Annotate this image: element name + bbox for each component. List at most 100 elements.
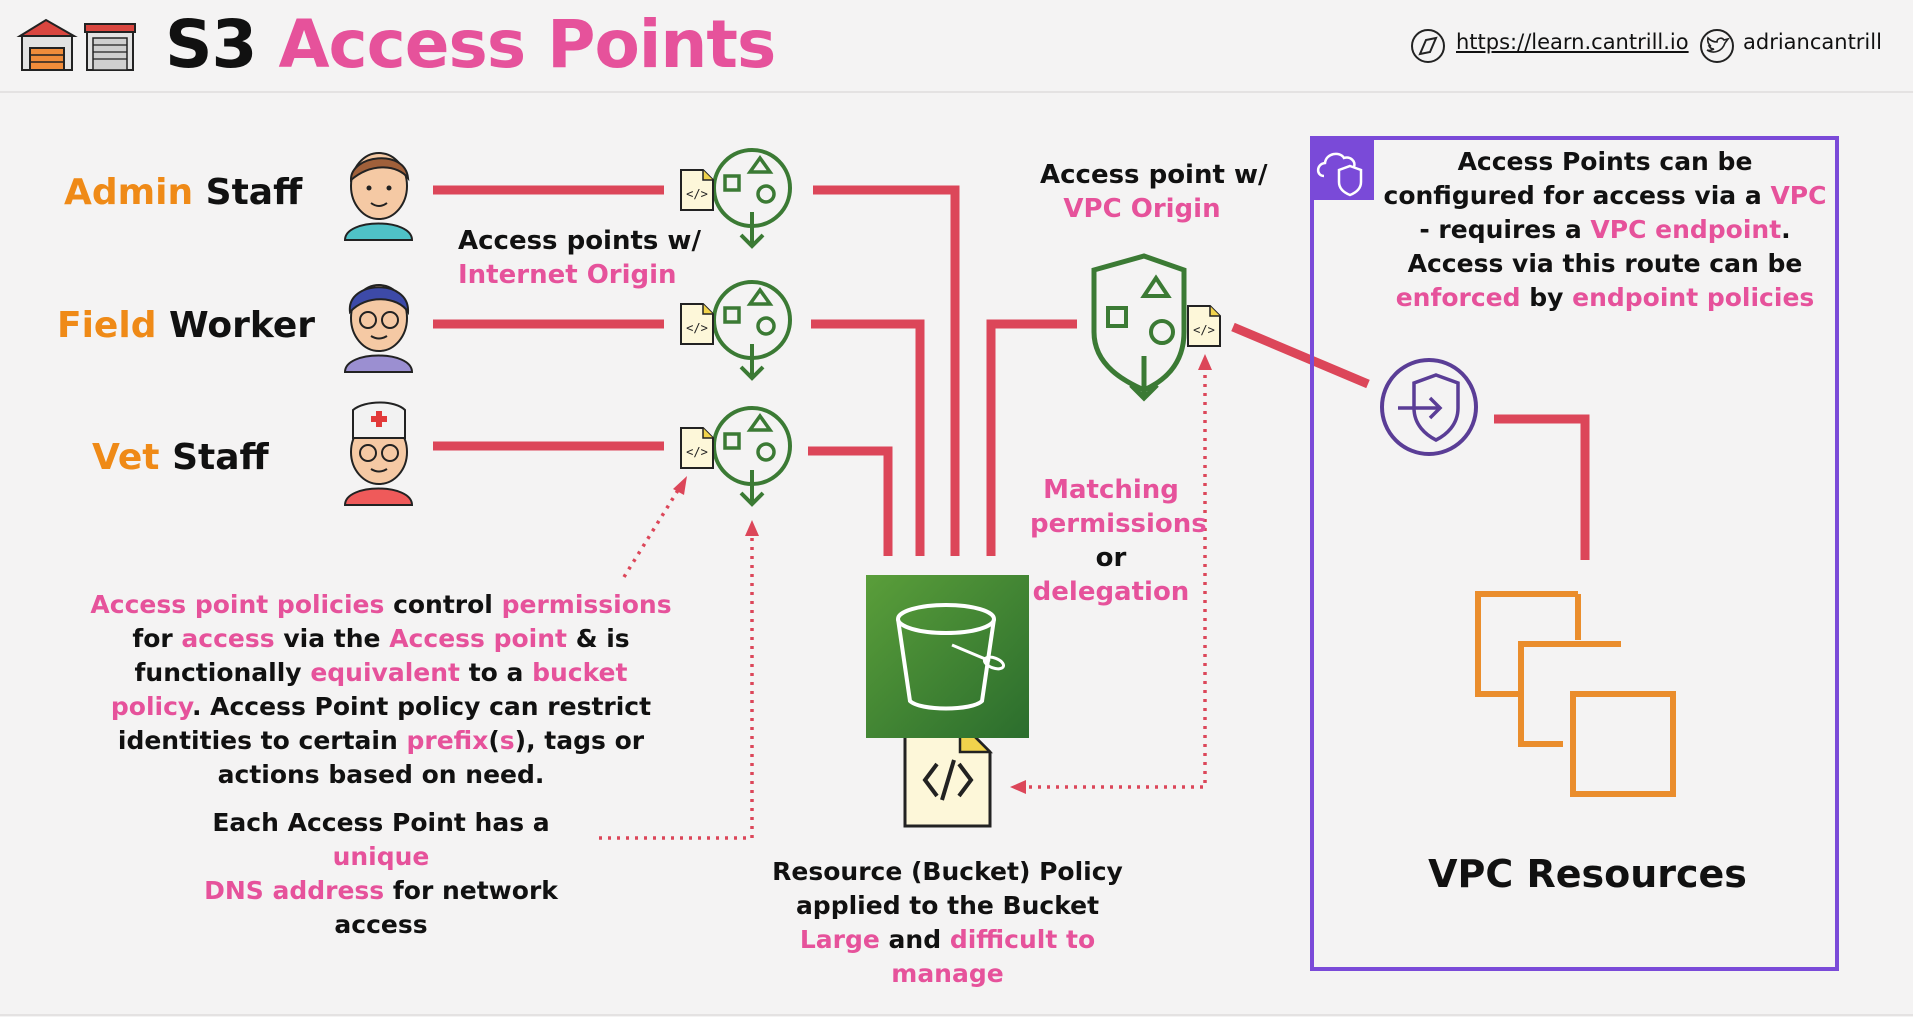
access-point-internet-2: [712, 280, 792, 381]
policy-note-arrow: [622, 486, 682, 578]
policy-doc-icon: </>: [680, 169, 714, 211]
arrowhead: [1010, 780, 1026, 794]
persona-accent: Vet: [92, 437, 160, 478]
note-text: . Access Point policy can restrict ident…: [117, 692, 652, 755]
note-text: for network access: [334, 876, 558, 939]
note-highlight: unique: [332, 842, 430, 871]
persona-label: Staff: [159, 437, 269, 478]
arrowhead: [1198, 354, 1212, 370]
vpc-resources-icon: [1475, 591, 1676, 797]
vpc-origin-label: Access point w/ VPC Origin: [1040, 158, 1268, 226]
note-highlight: enforced: [1395, 283, 1521, 312]
label-line-accent: delegation: [1032, 577, 1190, 607]
vpc-ap-to-endpoint-line: [1231, 322, 1370, 389]
label-line: Access point w/: [1040, 160, 1268, 190]
note-highlight: prefix: [406, 726, 489, 755]
note-text: . Access via this route can be: [1407, 215, 1803, 278]
persona-label: Staff: [193, 172, 303, 213]
garage-store-icon: [16, 18, 78, 71]
note-text: to a: [459, 658, 533, 687]
title-accent: Access Points: [278, 6, 776, 83]
policy-doc-icon: </>: [1187, 305, 1221, 347]
caption-text: and: [879, 925, 950, 954]
svg-text:</>: </>: [686, 187, 708, 201]
note-highlight: equivalent: [310, 658, 460, 687]
vet-staff-avatar: [343, 401, 414, 506]
note-highlight: s: [499, 726, 515, 755]
field-worker-avatar: [343, 284, 414, 373]
ap2-to-bucket-line: [811, 319, 925, 556]
note-highlight: Access point policies: [90, 590, 385, 619]
footer-divider: [0, 1014, 1913, 1016]
vpc-resources-label: VPC Resources: [1428, 852, 1747, 896]
persona-accent: Admin: [64, 172, 194, 213]
dns-note-arrow: [599, 532, 754, 840]
note-text: control: [384, 590, 502, 619]
label-line: or: [1095, 543, 1127, 573]
label-line-accent: Matching: [1043, 475, 1179, 505]
persona-accent: Field: [57, 305, 157, 346]
note-text: Access Points can be configured for acce…: [1383, 147, 1771, 210]
note-text: via the: [274, 624, 390, 653]
caption-highlight: difficult to manage: [891, 925, 1096, 988]
persona-vet-staff: Vet Staff: [92, 437, 269, 478]
svg-text:</>: </>: [686, 445, 708, 459]
note-highlight: DNS address: [204, 876, 385, 905]
note-text: by: [1520, 283, 1573, 312]
vpc-access-note: Access Points can be configured for acce…: [1380, 145, 1830, 315]
arrowhead: [673, 476, 687, 495]
admin-staff-avatar: [343, 152, 414, 241]
connection-lines: [433, 185, 1590, 560]
bucket-icon: [896, 603, 1006, 711]
caption-line: applied to the Bucket: [795, 891, 1100, 920]
label-line-accent: Internet Origin: [458, 260, 677, 290]
note-text: ), tags or actions based on need.: [217, 726, 645, 789]
policy-doc-icon: </>: [680, 303, 714, 345]
dotted-arrows: [599, 366, 1207, 840]
caption-line: Large and difficult to manage: [740, 923, 1155, 991]
note-highlight: VPC endpoint: [1590, 215, 1782, 244]
delegation-arrow: [1022, 366, 1207, 789]
internet-origin-label: Access points w/ Internet Origin: [458, 224, 701, 292]
course-link[interactable]: https://learn.cantrill.io: [1456, 30, 1689, 54]
bucket-policy-caption: Resource (Bucket) Policy applied to the …: [740, 855, 1155, 991]
note-highlight: endpoint policies: [1572, 283, 1815, 312]
label-line-accent: permissions: [1030, 509, 1207, 539]
access-point-vpc-shield-icon: [1091, 253, 1187, 402]
twitter-handle-link[interactable]: adriancantrill: [1743, 30, 1882, 54]
matching-permissions-label: Matching permissions or delegation: [1030, 473, 1207, 609]
note-highlight: permissions: [501, 590, 672, 619]
note-highlight: bucket policy: [110, 658, 628, 721]
note-text: (: [488, 726, 500, 755]
vpc-endpoint-icon: [1380, 358, 1478, 456]
twitter-icon: [1700, 29, 1734, 63]
label-line-accent: VPC Origin: [1063, 194, 1221, 224]
note-text: - requires a: [1419, 215, 1591, 244]
persona-field-worker: Field Worker: [57, 305, 315, 346]
garage-door-icon: [84, 23, 136, 71]
ap3-to-bucket-line: [808, 446, 893, 556]
access-point-internet-1: [712, 148, 792, 249]
arrowhead: [745, 520, 759, 536]
page-title: S3 Access Points: [165, 6, 776, 83]
endpoint-to-resources-line: [1494, 414, 1590, 560]
persona-admin-staff: Admin Staff: [64, 172, 302, 213]
note-highlight: Access point: [389, 624, 567, 653]
access-point-internet-3: [712, 406, 792, 507]
policy-doc-icon: </>: [680, 427, 714, 469]
caption-line: Resource (Bucket) Policy: [772, 857, 1123, 886]
access-point-policy-note: Access point policies control permission…: [86, 588, 676, 792]
label-line: Access points w/: [458, 226, 701, 256]
persona-label: Worker: [156, 305, 316, 346]
note-highlight: VPC: [1770, 181, 1827, 210]
vpc-ap-to-bucket-line: [986, 319, 1077, 556]
svg-text:</>: </>: [1193, 323, 1215, 337]
svg-text:</>: </>: [686, 321, 708, 335]
title-prefix: S3: [165, 6, 257, 83]
s3-bucket-tile: [866, 575, 1029, 738]
vpc-badge-icon: [1316, 152, 1363, 197]
header-divider: [0, 91, 1913, 93]
compass-icon: [1411, 29, 1445, 63]
